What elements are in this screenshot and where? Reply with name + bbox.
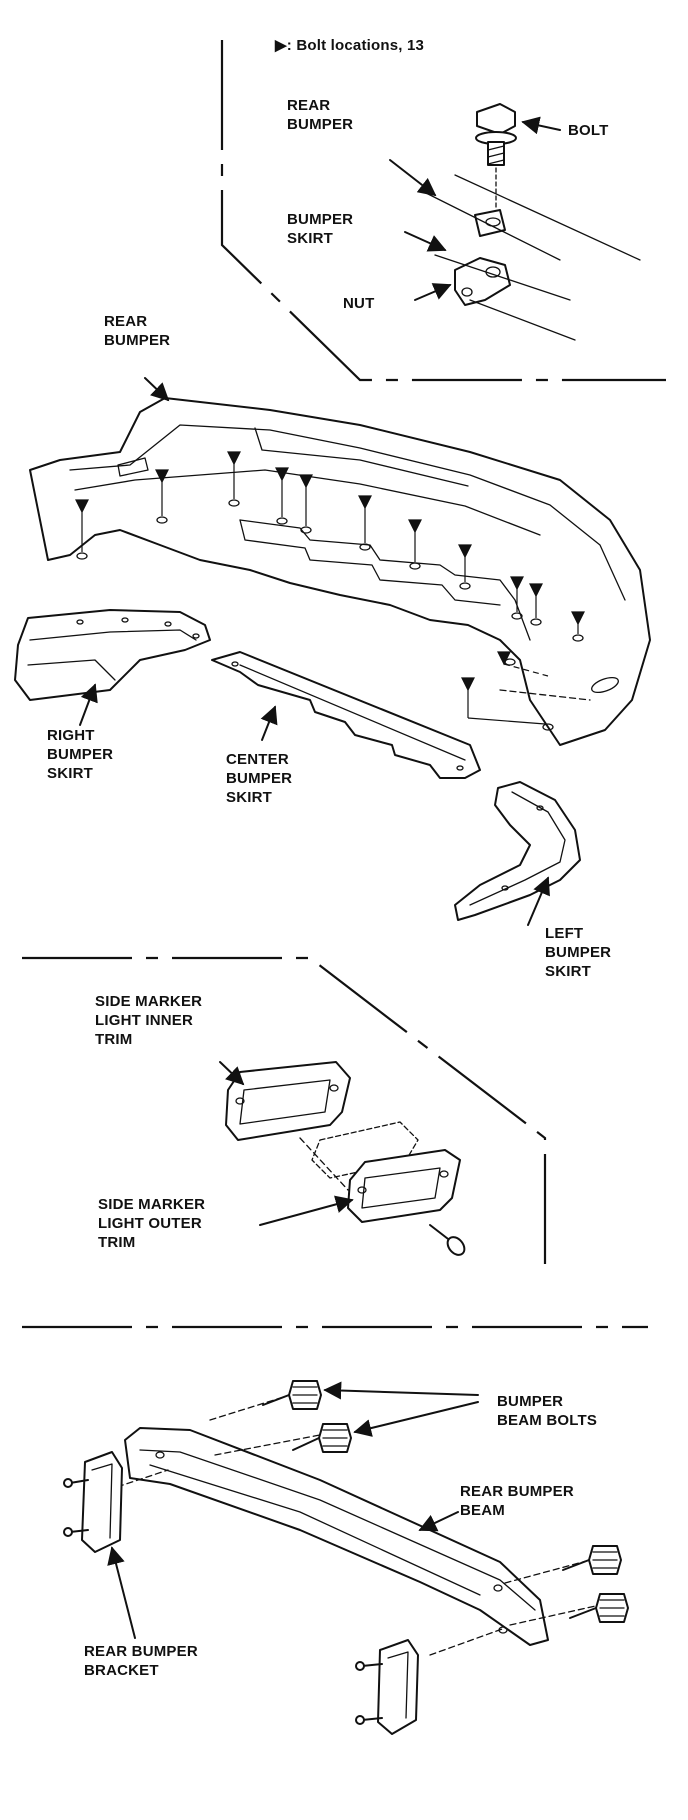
rear-bumper-drawing xyxy=(29,397,651,746)
label-bolt: BOLT xyxy=(568,122,609,139)
label-detail-rear-bumper: REAR BUMPER xyxy=(287,97,354,133)
rear-bumper-beam-drawing xyxy=(63,1380,629,1735)
label-nut: NUT xyxy=(343,295,375,312)
bolt-marker-icon: ▶ xyxy=(275,37,287,54)
side-marker-inner-trim-drawing xyxy=(225,1061,351,1141)
side-marker-inset xyxy=(22,956,547,1275)
label-rear-bumper-bracket: REAR BUMPER BRACKET xyxy=(84,1643,198,1679)
inset-border xyxy=(220,40,666,382)
label-center-bumper-skirt: CENTER BUMPER SKIRT xyxy=(226,751,293,806)
label-right-bumper-skirt: RIGHT BUMPER SKIRT xyxy=(47,727,114,782)
beam-bolt-icons xyxy=(262,1380,629,1623)
right-bumper-skirt-drawing xyxy=(14,609,211,701)
bolt-icon xyxy=(475,103,517,209)
rear-bumper-bracket-icons xyxy=(63,1451,419,1735)
bolt-location-markers xyxy=(75,451,585,725)
label-side-marker-outer-trim: SIDE MARKER LIGHT OUTER TRIM xyxy=(98,1196,206,1251)
bolt-detail-inset xyxy=(220,40,666,382)
label-side-marker-inner-trim: SIDE MARKER LIGHT INNER TRIM xyxy=(95,993,203,1048)
screw-icon xyxy=(429,1224,466,1256)
legend: ▶: Bolt locations, 13 xyxy=(275,36,424,55)
side-marker-outer-trim-drawing xyxy=(347,1149,461,1223)
label-rear-bumper: REAR BUMPER xyxy=(104,313,171,349)
label-detail-bumper-skirt: BUMPER SKIRT xyxy=(287,211,354,247)
label-bumper-beam-bolts: BUMPER BEAM BOLTS xyxy=(497,1393,598,1429)
label-left-bumper-skirt: LEFT BUMPER SKIRT xyxy=(545,925,612,980)
inset-border xyxy=(22,956,547,1275)
center-bumper-skirt-drawing xyxy=(211,651,481,779)
legend-text: : Bolt locations, 13 xyxy=(286,37,425,54)
left-bumper-skirt-drawing xyxy=(454,781,581,921)
label-rear-bumper-beam: REAR BUMPER BEAM xyxy=(460,1483,574,1519)
